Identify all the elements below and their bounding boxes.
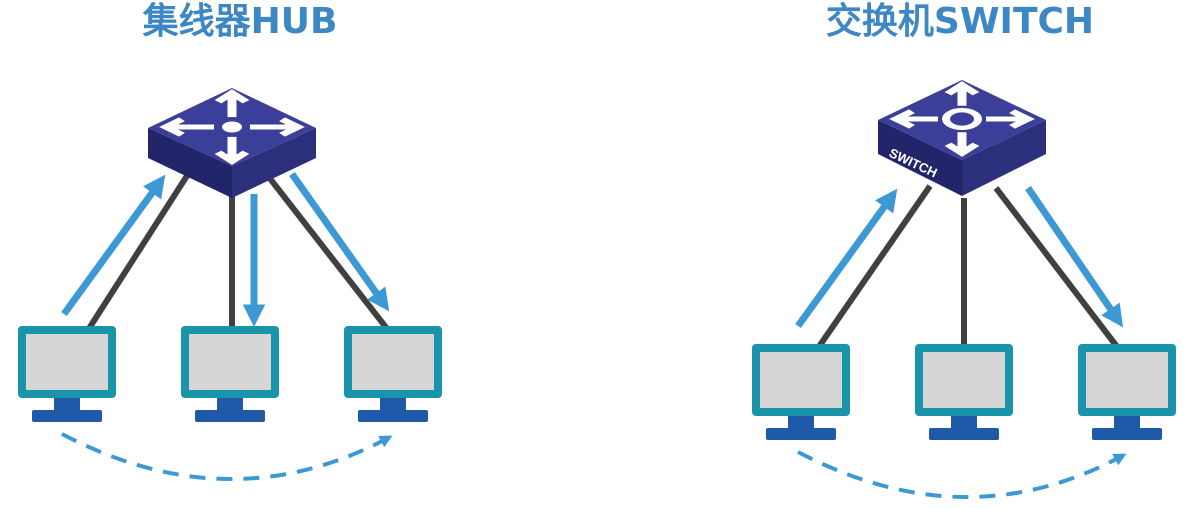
monitor-stand: [217, 398, 243, 410]
switch-title: 交换机SWITCH: [825, 1, 1095, 42]
switch-section: SWITCH: [752, 80, 1176, 499]
hub-section: [18, 88, 442, 481]
switch-link-right: [993, 186, 1121, 350]
hub-broadcast-curve: [61, 432, 393, 481]
hub-title: 集线器HUB: [142, 1, 338, 42]
monitor-base: [929, 428, 999, 440]
hub-arrow-down-right: [289, 171, 390, 312]
monitor-screen: [26, 334, 108, 390]
hub-computer-middle: [181, 326, 279, 422]
switch-computer-left: [752, 344, 850, 440]
switch-link-left: [815, 184, 933, 350]
monitor-base: [1092, 428, 1162, 440]
monitor-stand: [380, 398, 406, 410]
hub-computer-right: [344, 326, 442, 422]
monitor-screen: [352, 334, 434, 390]
monitor-base: [358, 410, 428, 422]
monitor-stand: [54, 398, 80, 410]
monitor-screen: [1086, 352, 1168, 408]
hub-computer-left: [18, 326, 116, 422]
monitor-stand: [951, 416, 977, 428]
switch-arrow-up-left: [795, 188, 898, 329]
switch-computer-right: [1078, 344, 1176, 440]
hub-link-right: [265, 174, 391, 332]
monitor-base: [766, 428, 836, 440]
switch-arrow-down-right: [1025, 186, 1124, 328]
switch-broadcast-curve: [797, 450, 1127, 499]
monitor-base: [32, 410, 102, 422]
hub-icon: [148, 88, 316, 198]
switch-computer-middle: [915, 344, 1013, 440]
hub-arrow-up-left: [61, 174, 166, 317]
monitor-base: [195, 410, 265, 422]
monitor-stand: [1114, 416, 1140, 428]
monitor-screen: [189, 334, 271, 390]
monitor-screen: [760, 352, 842, 408]
hub-link-left: [85, 166, 195, 332]
switch-icon: SWITCH: [878, 80, 1046, 196]
monitor-screen: [923, 352, 1005, 408]
monitor-stand: [788, 416, 814, 428]
